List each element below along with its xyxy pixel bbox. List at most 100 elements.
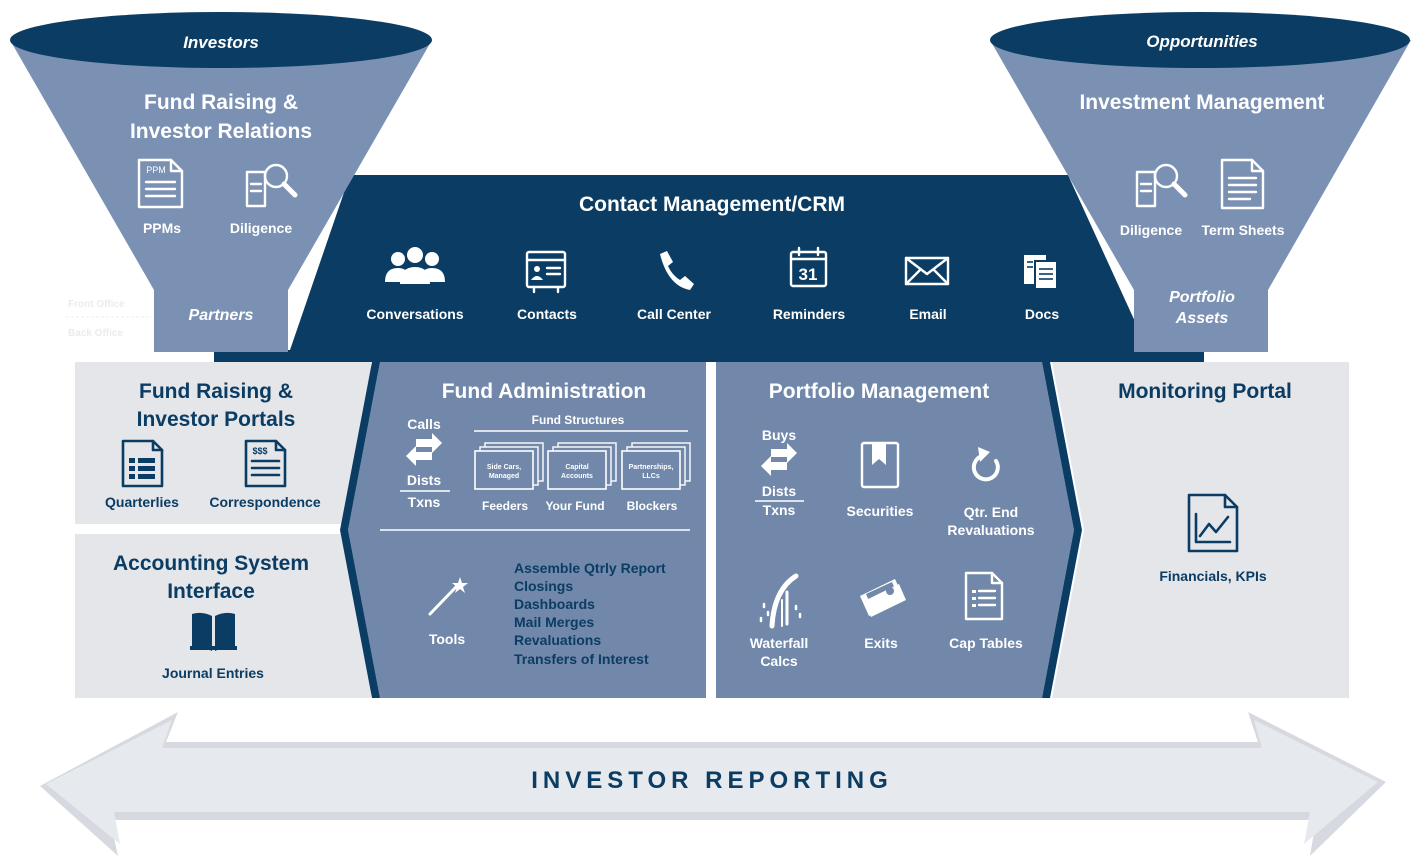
blockers-card-line1: Partnerships, bbox=[629, 464, 674, 471]
fund-administration-panel: Fund Administration Calls Dists Txns Fun… bbox=[340, 362, 706, 698]
crm-label-call-center: Call Center bbox=[637, 306, 711, 322]
quarterlies-report-icon bbox=[121, 439, 164, 488]
revaluations-label: Revaluations bbox=[947, 522, 1034, 538]
diligence-label-right: Diligence bbox=[1120, 222, 1182, 238]
crm-band bbox=[214, 175, 1204, 362]
office-divider: Front Office Back Office bbox=[66, 299, 152, 339]
portfolio-title: Portfolio Management bbox=[769, 380, 990, 403]
magic-wand-icon bbox=[428, 577, 468, 616]
txns-label-pm: Txns bbox=[763, 502, 796, 518]
financials-kpis-label: Financials, KPIs bbox=[1159, 568, 1267, 584]
securities-label: Securities bbox=[847, 503, 914, 519]
your-fund-card-line1: Capital bbox=[565, 464, 588, 471]
quarterlies-label: Quarterlies bbox=[105, 494, 179, 510]
assets-label: Assets bbox=[1175, 310, 1229, 327]
accounting-title-line1: Accounting System bbox=[113, 552, 309, 575]
monitoring-title: Monitoring Portal bbox=[1118, 380, 1292, 403]
journal-entries-label: Journal Entries bbox=[162, 665, 264, 681]
right-funnel: Opportunities Investment Management Dili… bbox=[990, 12, 1411, 352]
ppms-label: PPMs bbox=[143, 220, 181, 236]
fund-structures-title: Fund Structures bbox=[532, 413, 625, 427]
tools-list-item: Transfers of Interest bbox=[514, 651, 649, 667]
investor-reporting-label: INVESTOR REPORTING bbox=[531, 767, 893, 794]
fund-admin-title: Fund Administration bbox=[442, 380, 647, 403]
documents-icon bbox=[1024, 255, 1058, 290]
swap-arrows-icon bbox=[406, 433, 442, 466]
blockers-label: Blockers bbox=[627, 499, 678, 513]
feeders-card-line2: Managed bbox=[489, 473, 519, 480]
crm-section: Contact Management/CRM Conversations Con… bbox=[366, 193, 1059, 322]
diligence-label-left: Diligence bbox=[230, 220, 292, 236]
feeders-label: Feeders bbox=[482, 499, 528, 513]
diligence-magnifier-icon bbox=[245, 163, 298, 208]
investment-management-title: Investment Management bbox=[1079, 91, 1324, 114]
fund-raising-title-line2: Investor Relations bbox=[130, 120, 312, 143]
waterfall-icon bbox=[759, 573, 802, 629]
term-sheet-document-icon bbox=[1220, 158, 1265, 210]
fund-raising-title-line1: Fund Raising & bbox=[144, 91, 298, 114]
accounting-panel: Accounting System Interface Journal Entr… bbox=[75, 534, 371, 698]
money-bills-icon bbox=[860, 579, 906, 617]
ppm-icon-text: PPM bbox=[146, 165, 166, 175]
ppm-document-icon: PPM bbox=[137, 158, 184, 209]
crm-label-conversations: Conversations bbox=[366, 306, 463, 322]
contact-card-icon bbox=[525, 250, 567, 294]
your-fund-label: Your Fund bbox=[545, 499, 604, 513]
crm-label-email: Email bbox=[909, 306, 946, 322]
blockers-stack-card: Partnerships, LLCs bbox=[621, 442, 691, 490]
left-funnel: Investors Fund Raising & Investor Relati… bbox=[10, 12, 432, 352]
correspondence-icon-text: $$$ bbox=[252, 446, 267, 456]
exits-label: Exits bbox=[864, 635, 898, 651]
bookmark-icon bbox=[860, 441, 900, 489]
calls-label: Calls bbox=[407, 416, 441, 432]
investor-portals-panel: Fund Raising & Investor Portals Quarterl… bbox=[75, 362, 371, 524]
dists-label-pm: Dists bbox=[762, 483, 796, 499]
your-fund-stack-card: Capital Accounts bbox=[547, 442, 617, 490]
open-book-icon bbox=[190, 612, 237, 651]
cap-tables-label: Cap Tables bbox=[949, 635, 1023, 651]
txns-label-fa: Txns bbox=[408, 494, 441, 510]
correspondence-label: Correspondence bbox=[209, 494, 320, 510]
portals-title-line1: Fund Raising & bbox=[139, 380, 293, 403]
opportunities-label: Opportunities bbox=[1146, 32, 1257, 51]
tools-list-item: Revaluations bbox=[514, 632, 601, 648]
monitoring-portal-panel: Monitoring Portal Financials, KPIs bbox=[1052, 362, 1349, 698]
blockers-card-line2: LLCs bbox=[642, 473, 660, 480]
partners-label: Partners bbox=[189, 307, 254, 324]
diligence-magnifier-icon-right bbox=[1135, 163, 1188, 208]
accounting-title-line2: Interface bbox=[167, 580, 255, 603]
waterfall-label: Waterfall bbox=[750, 635, 809, 651]
qtr-end-label: Qtr. End bbox=[964, 504, 1018, 520]
tools-label: Tools bbox=[429, 631, 466, 647]
feeders-card-line1: Side Cars, bbox=[487, 464, 521, 471]
envelope-icon bbox=[904, 256, 950, 286]
cap-table-document-icon bbox=[964, 571, 1004, 621]
calendar-icon-text: 31 bbox=[799, 265, 818, 284]
portals-title-line2: Investor Portals bbox=[137, 408, 296, 431]
feeders-stack-card: Side Cars, Managed bbox=[474, 442, 544, 490]
tools-list-item: Closings bbox=[514, 578, 573, 594]
phone-icon bbox=[660, 251, 694, 290]
crm-label-docs: Docs bbox=[1025, 306, 1059, 322]
front-office-label: Front Office bbox=[68, 299, 125, 310]
refresh-icon bbox=[971, 447, 1000, 482]
crm-label-contacts: Contacts bbox=[517, 306, 577, 322]
chart-report-icon bbox=[1187, 493, 1239, 553]
buys-label: Buys bbox=[762, 427, 796, 443]
people-icon bbox=[385, 247, 445, 284]
dists-label-fa: Dists bbox=[407, 472, 441, 488]
tools-list-item: Dashboards bbox=[514, 596, 595, 612]
portfolio-management-panel: Portfolio Management Buys Dists Txns Sec… bbox=[716, 362, 1082, 698]
tools-list-item: Assemble Qtrly Report bbox=[514, 560, 666, 576]
swap-arrows-icon bbox=[761, 443, 797, 476]
calcs-label: Calcs bbox=[760, 653, 798, 669]
correspondence-invoice-icon: $$$ bbox=[244, 439, 287, 488]
your-fund-card-line2: Accounts bbox=[561, 473, 593, 480]
back-office-label: Back Office bbox=[68, 328, 123, 339]
investor-reporting-arrow: INVESTOR REPORTING bbox=[40, 712, 1386, 856]
investors-label: Investors bbox=[183, 33, 259, 52]
term-sheets-label: Term Sheets bbox=[1202, 222, 1285, 238]
calendar-icon: 31 bbox=[789, 246, 828, 288]
